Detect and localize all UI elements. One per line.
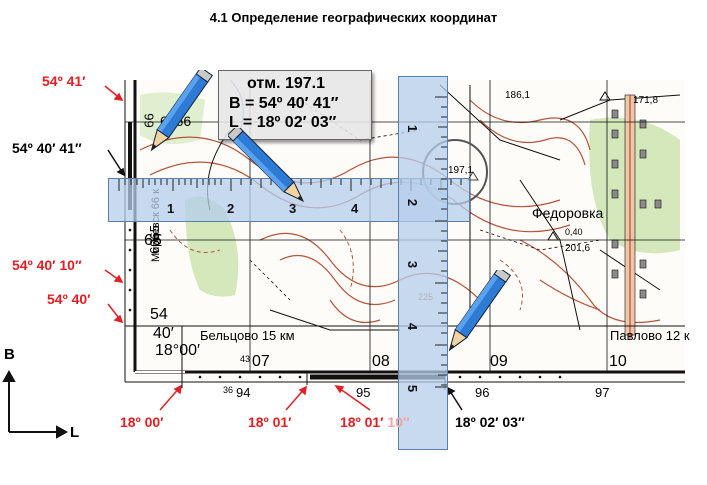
label-lat-40: 54º 40′ <box>47 291 91 307</box>
grid-label-08: 08 <box>372 353 390 370</box>
label-lon-01-10: 18º 01′ 10″ <box>340 414 410 430</box>
village-label: Федоровка <box>532 205 604 221</box>
latitude-text: B = 54º 40′ 41″ <box>229 95 339 112</box>
ruler-h-num-3: 3 <box>289 201 297 216</box>
grid-label-6066: 6066 <box>160 113 192 129</box>
ruler-v-num-4: 4 <box>405 322 421 331</box>
grid-label-66: 66 <box>141 113 157 128</box>
grid-label-94: 94 <box>236 385 251 400</box>
ruler-ticks-v <box>435 96 447 388</box>
axis-l-label: L <box>70 424 80 441</box>
grid-label-09: 09 <box>490 353 508 370</box>
corner-lat-min: 40′ <box>153 325 174 342</box>
road-right-label: Павлово 12 к <box>610 328 690 343</box>
ruler-h-num-4: 4 <box>351 201 359 216</box>
label-lon-00: 18º 00′ <box>120 414 164 430</box>
ruler-v-num-5: 5 <box>405 384 421 393</box>
elevation-text: отм. 197.1 <box>247 75 325 92</box>
label-lat-40-41: 54º 40′ 41″ <box>12 140 82 156</box>
elev-186: 186,1 <box>505 90 531 101</box>
page-title: 4.1 Определение географических координат <box>209 10 498 25</box>
grid-label-43: 43 <box>240 354 251 364</box>
grid-label-95: 95 <box>356 385 371 400</box>
ruler-v-num-2: 2 <box>405 198 421 207</box>
ruler-v-num-3: 3 <box>405 260 421 269</box>
vertical-ruler[interactable]: 1 2 3 4 5 <box>398 76 448 450</box>
elev-040: 0,40 <box>565 227 583 237</box>
label-lon-01-10-a: 18º 01′ <box>340 414 384 430</box>
label-lat-40-10: 54º 40′ 10″ <box>12 257 82 273</box>
grid-label-96: 96 <box>475 385 490 400</box>
grid-label-65: 65 <box>144 232 162 249</box>
grid-label-54: 54 <box>150 306 168 323</box>
ruler-v-num-1: 1 <box>405 124 421 133</box>
road-left-label: Бельцово 15 км <box>200 328 295 343</box>
longitude-text: L = 18º 02′ 03″ <box>229 114 337 131</box>
ruler-h-num-1: 1 <box>167 201 175 216</box>
label-lon-02-03: 18º 02′ 03″ <box>455 414 525 430</box>
axis-b-label: B <box>4 346 15 363</box>
label-lon-01-10-b: 10″ <box>387 414 410 430</box>
ruler-h-num-2: 2 <box>227 201 235 216</box>
corner-lon: 18°00′ <box>155 342 200 359</box>
label-lon-01: 18º 01′ <box>248 414 292 430</box>
grid-label-97: 97 <box>595 385 610 400</box>
elev-2016: 201,6 <box>565 243 591 254</box>
grid-label-07: 07 <box>252 353 270 370</box>
elev-1971: 197,1 <box>448 165 474 176</box>
coordinates-box: отм. 197.1 B = 54º 40′ 41″ L = 18º 02′ 0… <box>218 70 372 140</box>
elev-1718: 171,8 <box>633 95 659 106</box>
grid-label-10: 10 <box>609 353 627 370</box>
grid-label-36: 36 <box>223 385 234 395</box>
label-lat-41: 54º 41′ <box>42 73 86 89</box>
